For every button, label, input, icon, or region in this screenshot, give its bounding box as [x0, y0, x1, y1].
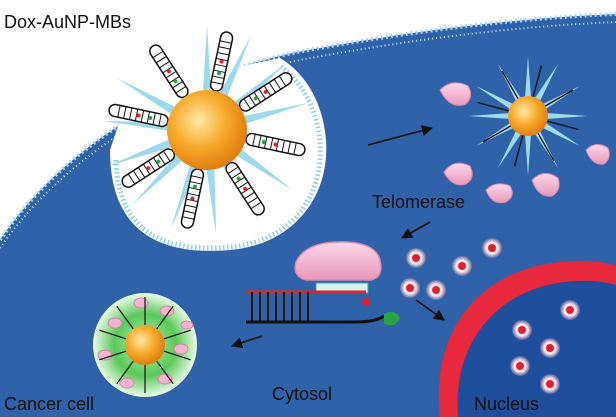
arrow-to-nucleus	[415, 299, 445, 321]
arrow-telomerase	[401, 221, 431, 239]
label-nucleus: Nucleus	[474, 394, 539, 414]
arrow-to-probe	[230, 335, 263, 349]
label-probe: Dox-AuNP-MBs	[4, 12, 131, 32]
endosome-membrane	[113, 64, 323, 251]
released-dox	[400, 238, 502, 300]
cell-membrane-inner	[0, 21, 616, 249]
gold-nanoparticle	[167, 90, 247, 170]
label-cancer-cell: Cancer cell	[4, 394, 94, 414]
small-probe	[468, 56, 588, 176]
activated-probe	[93, 293, 197, 397]
arrows	[230, 125, 445, 349]
molecular-beacons	[108, 31, 306, 229]
large-probe	[102, 25, 311, 235]
telomerase-complex	[246, 241, 400, 326]
label-cytosol: Cytosol	[272, 384, 332, 404]
telomerase-molecules	[439, 82, 610, 204]
nuclear-dox	[510, 300, 580, 394]
label-telomerase: Telomerase	[372, 192, 465, 212]
arrow-entry	[367, 125, 434, 146]
